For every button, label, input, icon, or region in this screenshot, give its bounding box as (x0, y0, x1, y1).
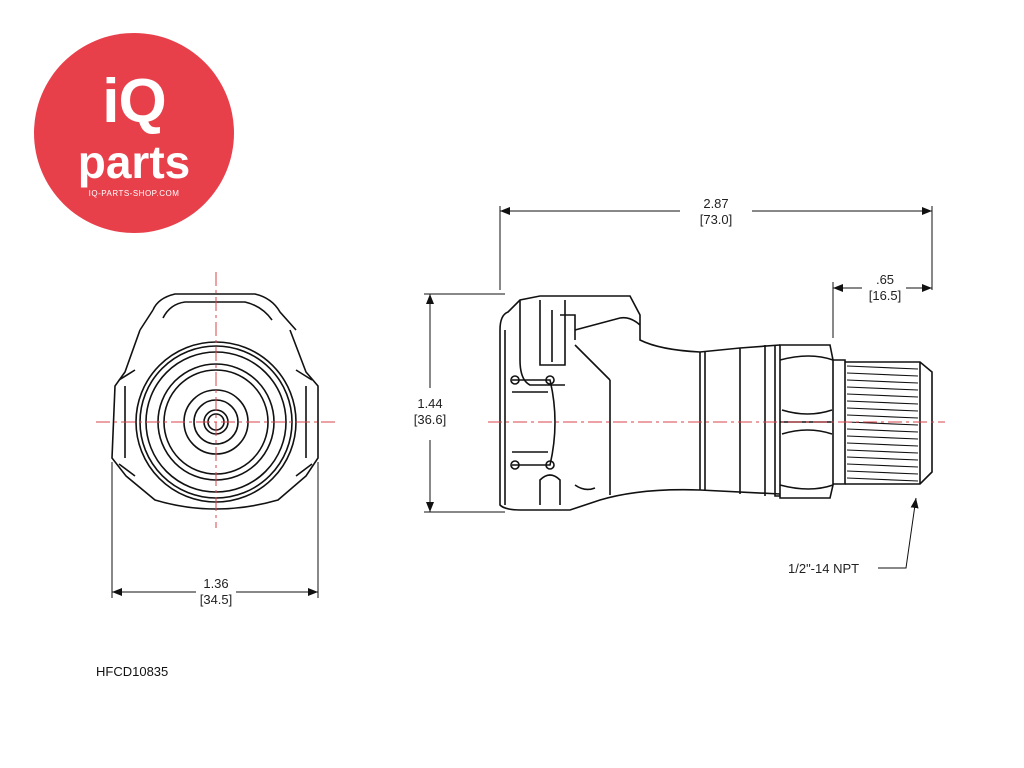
thread-line (846, 428, 919, 433)
thread-line (846, 393, 919, 398)
thread-line (846, 449, 919, 454)
width-in: 1.36 (203, 576, 229, 591)
thread-length-mm: [16.5] (868, 288, 902, 303)
height-in: 1.44 (417, 396, 443, 411)
height-mm: [36.6] (413, 412, 447, 427)
thread-line (846, 456, 919, 461)
thread-line (846, 470, 919, 475)
side-view (499, 295, 933, 511)
thread-line (846, 400, 919, 405)
part-number: HFCD10835 (96, 664, 169, 679)
thread-line (846, 477, 919, 482)
logo-url: IQ-PARTS-SHOP.COM (88, 189, 180, 198)
thread-line (846, 407, 919, 412)
thread-line (846, 372, 919, 377)
thread-line (846, 414, 919, 419)
dimension-overall-length: 2.87 [73.0] (686, 196, 746, 228)
thread-lines (846, 365, 919, 482)
thread-length-in: .65 (875, 272, 895, 287)
thread-line (846, 463, 919, 468)
dimension-thread-length: .65 [16.5] (862, 272, 908, 304)
logo-brand-parts: parts (77, 136, 191, 188)
dimension-lines (111, 206, 933, 598)
overall-length-in: 2.87 (703, 196, 729, 211)
dimension-height: 1.44 [36.6] (406, 396, 454, 428)
overall-length-mm: [73.0] (699, 212, 733, 227)
thread-line (846, 386, 919, 391)
dimension-width: 1.36 [34.5] (192, 576, 240, 608)
thread-line (846, 442, 919, 447)
thread-line (846, 379, 919, 384)
centerlines (96, 272, 945, 528)
logo-brand-iq: iQ (102, 67, 166, 136)
width-mm: [34.5] (199, 592, 233, 607)
thread-line (846, 435, 919, 440)
thread-spec-label: 1/2"-14 NPT (788, 561, 860, 576)
thread-line (846, 365, 919, 370)
front-view (111, 293, 319, 510)
iq-parts-logo[interactable]: iQ parts IQ-PARTS-SHOP.COM (34, 33, 234, 233)
